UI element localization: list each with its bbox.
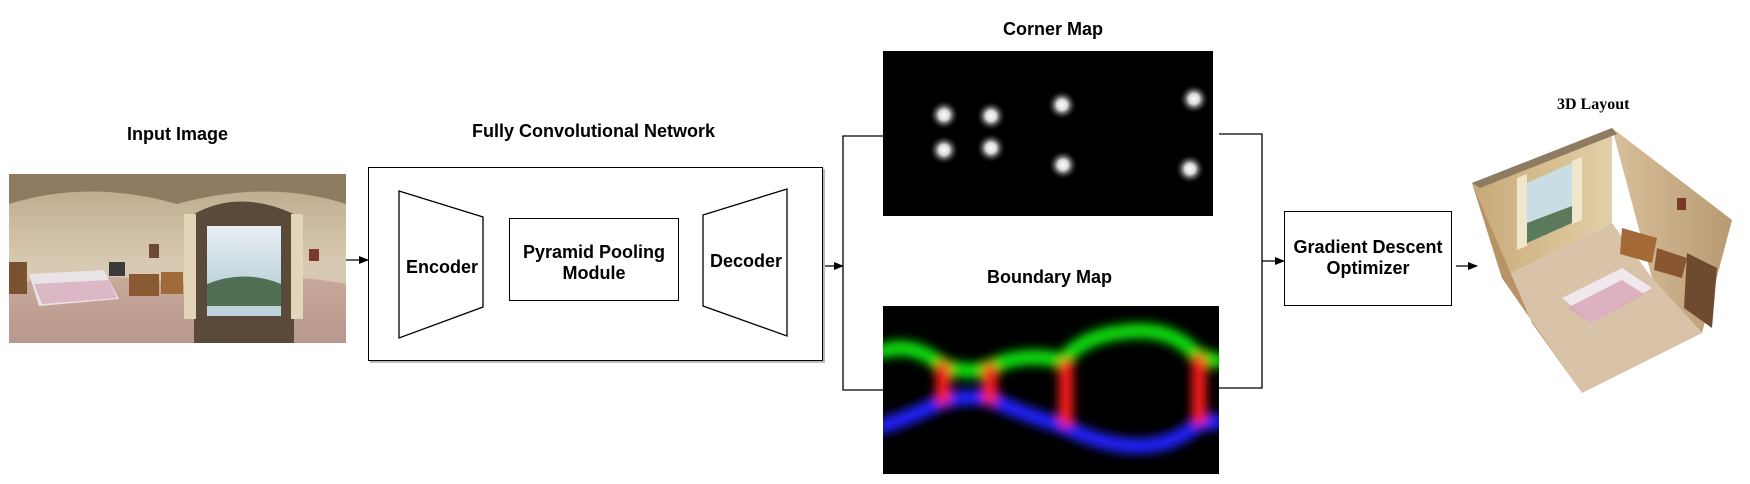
3d-layout-title: 3D Layout <box>1557 96 1630 113</box>
gradient-descent-optimizer <box>1284 211 1452 306</box>
boundary-map-title: Boundary Map <box>987 267 1113 287</box>
room-cube-render <box>1472 128 1732 393</box>
decoder-label: Decoder <box>709 251 783 271</box>
optimizer-label-line2: Optimizer <box>1326 258 1410 278</box>
fcn-title: Fully Convolutional Network <box>472 121 716 141</box>
ppm-label-line1: Pyramid Pooling <box>522 242 666 262</box>
optimizer-label-line1: Gradient Descent <box>1293 237 1443 257</box>
fork-to-maps <box>842 135 883 391</box>
encoder-label: Encoder <box>405 257 479 277</box>
ppm-label-line2: Module <box>562 263 626 283</box>
corner-heatmap <box>883 51 1213 216</box>
panorama-image <box>9 174 346 343</box>
corner-map-title: Corner Map <box>1003 19 1104 39</box>
input-image-title: Input Image <box>127 124 229 144</box>
join-from-maps <box>1219 133 1263 389</box>
decoder-shape <box>702 188 788 337</box>
boundary-heatmap <box>883 306 1219 474</box>
encoder-shape <box>398 190 484 339</box>
pyramid-pooling-module <box>509 218 679 301</box>
